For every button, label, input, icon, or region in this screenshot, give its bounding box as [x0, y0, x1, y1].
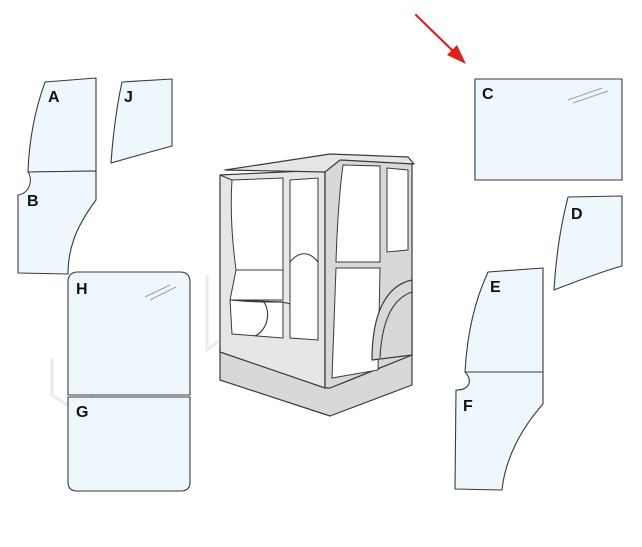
- panel-label-f: F: [463, 398, 473, 415]
- glass-panel-g[interactable]: G: [67, 396, 191, 492]
- glass-panel-c[interactable]: C: [474, 78, 623, 181]
- glass-panel-a[interactable]: A: [27, 77, 97, 173]
- panel-label-a: A: [48, 89, 60, 106]
- glass-panel-h[interactable]: H: [67, 271, 191, 396]
- panel-label-c: C: [482, 86, 494, 103]
- panel-label-d: D: [571, 206, 583, 223]
- panel-label-j: J: [124, 89, 133, 106]
- glass-panel-e[interactable]: E: [464, 267, 544, 373]
- panel-label-b: B: [27, 193, 39, 210]
- pointer-arrow-icon: [414, 13, 466, 64]
- glass-panel-f[interactable]: F: [454, 371, 544, 491]
- glass-panel-b[interactable]: B: [17, 170, 97, 275]
- glass-panel-d[interactable]: D: [553, 195, 623, 291]
- panel-label-g: G: [76, 404, 88, 421]
- panel-label-e: E: [490, 279, 501, 296]
- cab-illustration: [219, 153, 415, 417]
- panel-label-h: H: [76, 281, 88, 298]
- glass-panel-j[interactable]: J: [110, 78, 173, 164]
